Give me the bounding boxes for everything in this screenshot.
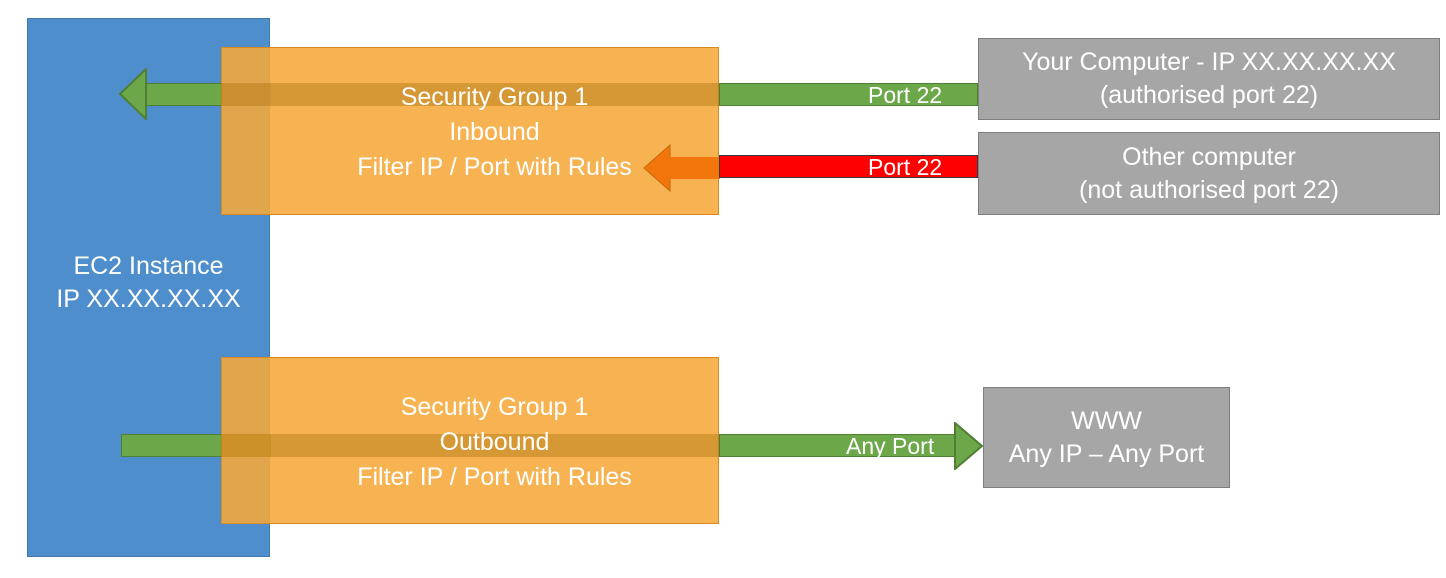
allowed-outbound-shaft-right — [719, 434, 957, 457]
allowed-inbound-arrowhead — [119, 68, 147, 120]
endpoint-your-computer: Your Computer - IP XX.XX.XX.XX (authoris… — [978, 38, 1440, 120]
security-group-inbound-box — [221, 47, 719, 215]
allowed-inbound-shaft-over-sg — [221, 83, 719, 106]
endpoint-other-computer: Other computer (not authorised port 22) — [978, 132, 1440, 215]
your-computer-name: Your Computer - IP XX.XX.XX.XX — [1022, 48, 1396, 76]
allowed-inbound-shaft-left — [144, 83, 222, 106]
blocked-inbound-shaft-orange — [667, 157, 720, 179]
www-name: WWW — [1071, 406, 1142, 435]
allowed-outbound-arrowhead — [954, 422, 984, 470]
endpoint-www: WWW Any IP – Any Port — [983, 387, 1230, 488]
security-group-outbound-box — [221, 357, 719, 524]
www-detail: Any IP – Any Port — [1008, 439, 1205, 468]
other-computer-name: Other computer — [1122, 142, 1296, 171]
your-computer-auth: (authorised port 22) — [1099, 81, 1319, 109]
allowed-inbound-shaft-right — [719, 83, 978, 106]
allowed-outbound-shaft-over-sg — [221, 434, 719, 457]
other-computer-auth: (not authorised port 22) — [1079, 175, 1339, 204]
blocked-inbound-shaft-red — [719, 155, 978, 178]
